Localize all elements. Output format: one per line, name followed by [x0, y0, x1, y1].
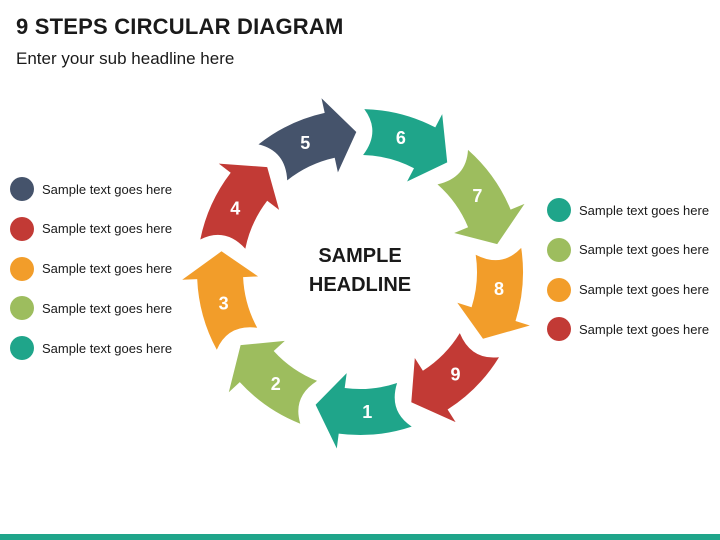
legend-item: Sample text goes here: [10, 296, 173, 321]
center-headline-line1: SAMPLE: [318, 245, 401, 267]
step-number-2: 2: [271, 374, 281, 394]
legend-item: Sample text goes here: [10, 177, 172, 201]
step-number-4: 4: [230, 198, 240, 218]
legend-dot: [10, 296, 34, 321]
step-arrow-2: [228, 340, 318, 424]
legend-item: Sample text goes here: [547, 277, 710, 302]
step-arrow-9: [411, 333, 499, 423]
page-subtitle: Enter your sub headline here: [16, 49, 235, 68]
legend-item: Sample text goes here: [547, 198, 709, 222]
legend-dot: [10, 216, 34, 241]
step-arrows: [182, 98, 530, 449]
legend-text: Sample text goes here: [42, 261, 173, 277]
step-arrow-5: [258, 98, 357, 181]
step-number-6: 6: [396, 128, 406, 148]
legend-dot: [10, 336, 34, 361]
step-number-8: 8: [494, 279, 504, 299]
step-number-9: 9: [450, 364, 460, 384]
step-arrow-4: [200, 163, 280, 249]
step-arrow-6: [363, 109, 448, 182]
step-arrow-3: [182, 251, 259, 350]
legend-dot: [10, 177, 34, 201]
bottom-accent-bar: [0, 534, 720, 540]
legend-item: Sample text goes here: [10, 336, 173, 361]
legend-right: Sample text goes here Sample text goes h…: [547, 198, 709, 357]
legend-text: Sample text goes here: [579, 242, 710, 258]
center-headline-line2: HEADLINE: [309, 274, 411, 296]
legend-dot: [547, 317, 571, 342]
legend-left: Sample text goes here Sample text goes h…: [10, 177, 172, 376]
step-number-3: 3: [219, 294, 229, 314]
legend-text: Sample text goes here: [42, 300, 173, 316]
legend-dot: [547, 277, 571, 302]
legend-item: Sample text goes here: [10, 216, 173, 241]
step-number-7: 7: [472, 186, 482, 206]
page-title: 9 STEPS CIRCULAR DIAGRAM: [16, 14, 344, 39]
legend-item: Sample text goes here: [547, 317, 710, 342]
legend-item: Sample text goes here: [547, 237, 710, 262]
legend-text: Sample text goes here: [579, 202, 710, 218]
step-arrow-8: [457, 247, 530, 339]
legend-text: Sample text goes here: [579, 282, 710, 298]
legend-text: Sample text goes here: [42, 221, 173, 237]
legend-dot: [10, 256, 34, 281]
step-number-5: 5: [300, 133, 310, 153]
legend-text: Sample text goes here: [42, 340, 173, 356]
legend-dot: [547, 198, 571, 222]
step-labels: 1 2 3 4 5 6 7 8 9: [219, 128, 504, 422]
step-number-1: 1: [362, 402, 372, 422]
legend-dot: [547, 237, 571, 262]
legend-text: Sample text goes here: [42, 181, 173, 197]
legend-text: Sample text goes here: [579, 321, 710, 337]
step-arrow-7: [437, 149, 525, 245]
step-arrow-1: [315, 373, 412, 449]
legend-item: Sample text goes here: [10, 256, 173, 281]
